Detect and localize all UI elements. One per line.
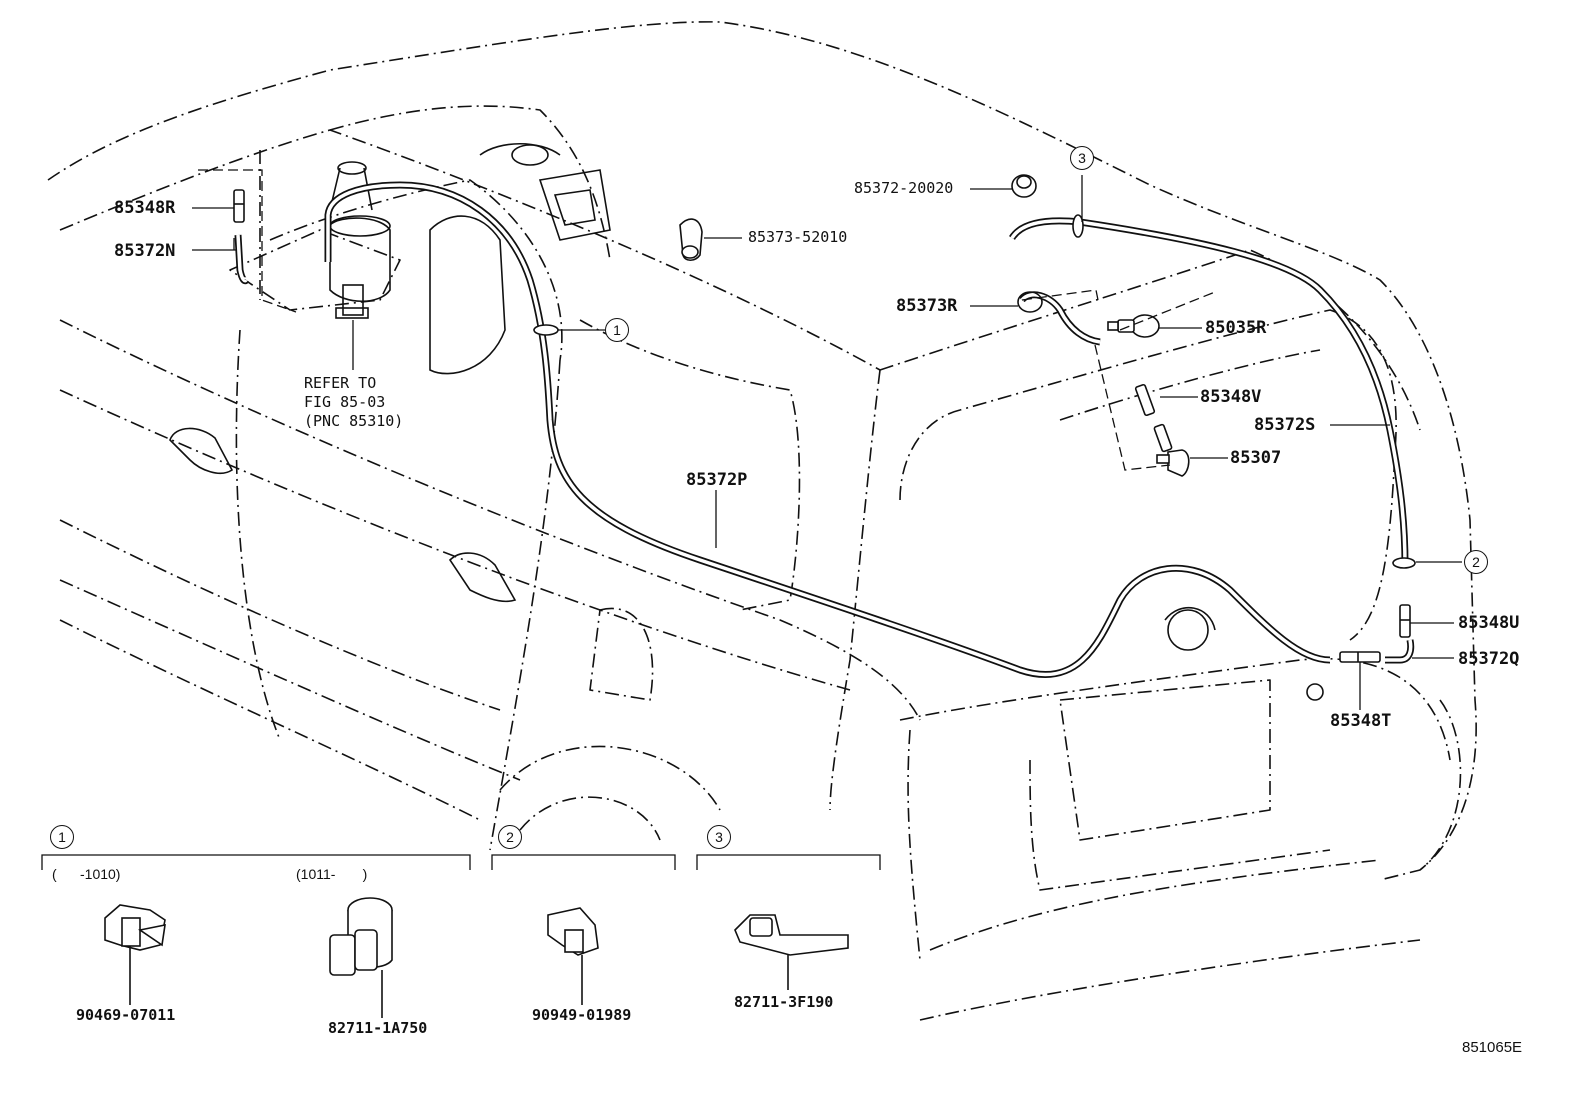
detail-box-1-range-right: (1011- )	[296, 866, 368, 882]
reference-note: REFER TO FIG 85-03 (PNC 85310)	[304, 374, 404, 430]
callout-2: 2	[1464, 550, 1488, 574]
detail-box-1-range-left: ( -1010)	[52, 866, 121, 882]
label-85348V[interactable]: 85348V	[1200, 387, 1262, 407]
detail-box-1-number: 1	[50, 825, 74, 849]
callout-1: 1	[605, 318, 629, 342]
label-85348U[interactable]: 85348U	[1458, 613, 1520, 633]
label-85307[interactable]: 85307	[1230, 448, 1282, 468]
label-85373-52010[interactable]: 85373-52010	[748, 228, 848, 246]
label-85372-20020[interactable]: 85372-20020	[854, 179, 954, 197]
label-85348T[interactable]: 85348T	[1330, 711, 1392, 731]
label-90469-07011[interactable]: 90469-07011	[76, 1006, 176, 1024]
label-85372Q[interactable]: 85372Q	[1458, 649, 1520, 669]
detail-box-2-number: 2	[498, 825, 522, 849]
label-85372N[interactable]: 85372N	[114, 241, 176, 261]
label-90949-01989[interactable]: 90949-01989	[532, 1006, 632, 1024]
label-85348R[interactable]: 85348R	[114, 198, 176, 218]
detail-box-3-number: 3	[707, 825, 731, 849]
label-82711-3F190[interactable]: 82711-3F190	[734, 993, 834, 1011]
figure-number: 851065E	[1462, 1039, 1523, 1056]
label-85373R[interactable]: 85373R	[896, 296, 958, 316]
label-85372S[interactable]: 85372S	[1254, 415, 1316, 435]
label-85372P[interactable]: 85372P	[686, 470, 748, 490]
callout-3: 3	[1070, 146, 1094, 170]
label-82711-1A750[interactable]: 82711-1A750	[328, 1019, 428, 1037]
label-85035R[interactable]: 85035R	[1205, 318, 1267, 338]
